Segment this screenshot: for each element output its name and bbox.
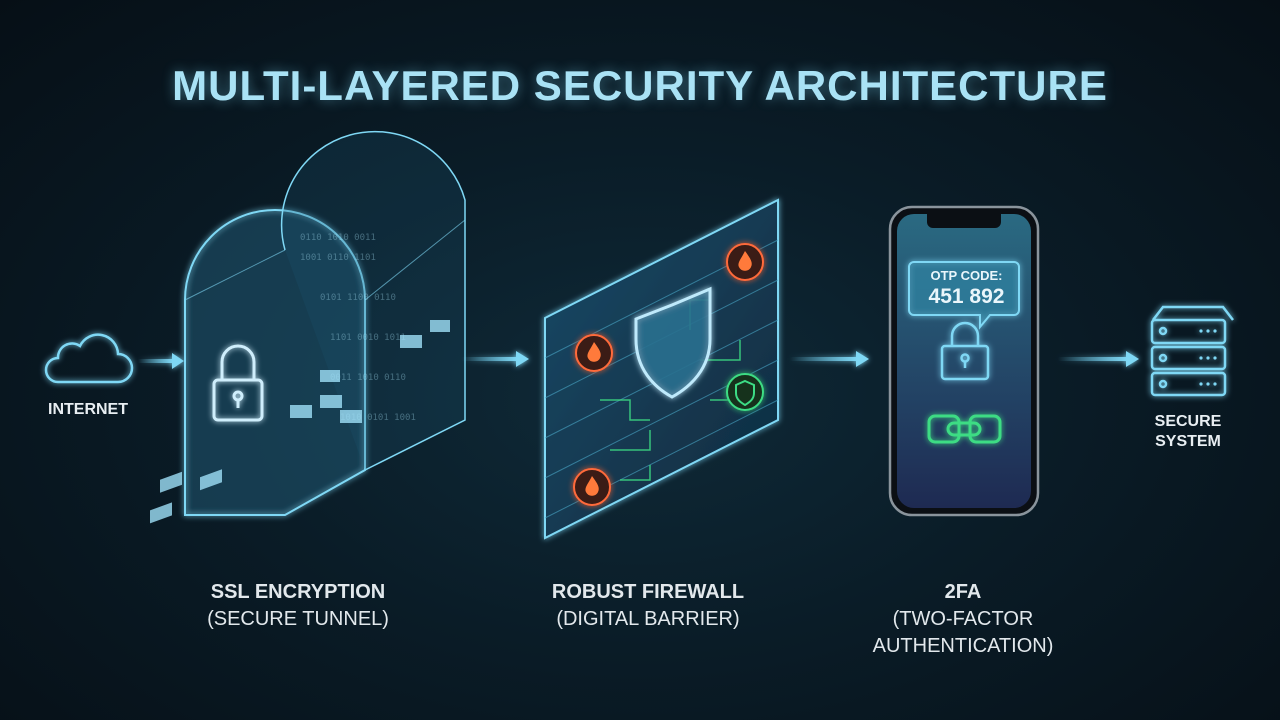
secure-system-line2: SYSTEM <box>1155 433 1221 450</box>
internet-label: INTERNET <box>48 401 128 418</box>
svg-text:1001 0110 1101: 1001 0110 1101 <box>300 253 376 263</box>
firewall-caption: ROBUST FIREWALL (DIGITAL BARRIER) <box>518 579 778 633</box>
firewall-subtitle: (DIGITAL BARRIER) <box>556 608 740 630</box>
link-icon <box>927 414 1002 444</box>
2fa-title: 2FA <box>944 581 982 603</box>
otp-bubble: OTP CODE: 451 892 <box>914 268 1019 309</box>
2fa-subtitle-line1: (TWO-FACTOR <box>892 608 1034 630</box>
2fa-caption: 2FA (TWO-FACTOR AUTHENTICATION) <box>833 579 1093 660</box>
svg-text:1010 0101 1001: 1010 0101 1001 <box>340 413 416 423</box>
flow-arrow <box>138 353 184 369</box>
otp-value: 451 892 <box>928 285 1005 308</box>
firewall-icon <box>544 198 779 540</box>
svg-text:0101 1100 0110: 0101 1100 0110 <box>320 293 396 303</box>
phone-icon <box>888 205 1040 517</box>
ssl-caption: SSL ENCRYPTION (SECURE TUNNEL) <box>168 579 428 633</box>
ssl-title: SSL ENCRYPTION <box>210 581 386 603</box>
flow-arrow <box>1058 351 1139 367</box>
green-shield-icon <box>726 373 764 411</box>
cloud-icon <box>44 333 134 384</box>
2fa-subtitle-line2: AUTHENTICATION) <box>872 635 1054 657</box>
flow-arrow <box>790 351 869 367</box>
secure-system-label: SECURE SYSTEM <box>1128 412 1248 452</box>
tunnel-icon: 0110 1010 0011 1001 0110 1101 0101 1100 0… <box>150 130 466 524</box>
padlock-icon <box>940 321 990 381</box>
server-icon <box>1150 305 1234 397</box>
shield-icon <box>634 286 712 399</box>
padlock-icon <box>212 344 264 422</box>
svg-text:0011 1010 0110: 0011 1010 0110 <box>330 373 406 383</box>
otp-label: OTP CODE: <box>930 268 1003 283</box>
fire-icon <box>573 468 611 506</box>
fire-icon <box>726 243 764 281</box>
ssl-subtitle: (SECURE TUNNEL) <box>207 608 389 630</box>
secure-system-line1: SECURE <box>1154 413 1222 430</box>
page-title: MULTI-LAYERED SECURITY ARCHITECTURE <box>172 62 1108 109</box>
svg-text:0110 1010 0011: 0110 1010 0011 <box>300 233 376 243</box>
flow-arrow <box>462 351 529 367</box>
fire-icon <box>575 334 613 372</box>
svg-text:1101 0010 1011: 1101 0010 1011 <box>330 333 406 343</box>
firewall-title: ROBUST FIREWALL <box>551 581 745 603</box>
